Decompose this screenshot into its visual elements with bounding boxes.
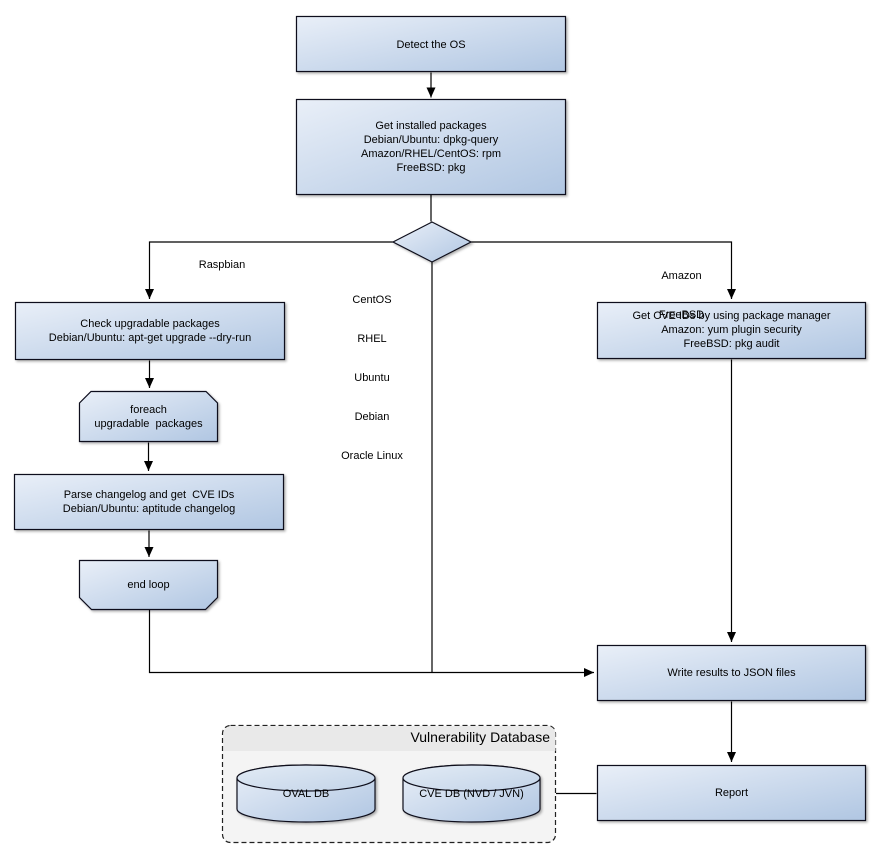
oval-db-cylinder bbox=[236, 764, 376, 823]
cve-db-cylinder bbox=[402, 764, 541, 823]
get-cve-ids-node bbox=[596, 301, 867, 360]
end-loop-node bbox=[78, 559, 219, 611]
get-installed-packages-node bbox=[295, 98, 567, 196]
os-decision-diamond bbox=[391, 221, 473, 263]
detect-os-node bbox=[295, 15, 567, 73]
write-results-node bbox=[596, 644, 867, 702]
check-upgradable-node bbox=[14, 301, 286, 361]
foreach-loop-node bbox=[78, 390, 219, 443]
edge-endloop-to-write bbox=[148, 610, 594, 677]
vulnerability-database-title-band bbox=[223, 726, 556, 751]
parse-changelog-node bbox=[13, 473, 285, 531]
edge-decision-to-get-cve bbox=[471, 241, 736, 299]
connectors bbox=[144, 72, 736, 795]
edge-decision-to-check-upgradable bbox=[145, 241, 393, 299]
report-node bbox=[596, 764, 867, 822]
